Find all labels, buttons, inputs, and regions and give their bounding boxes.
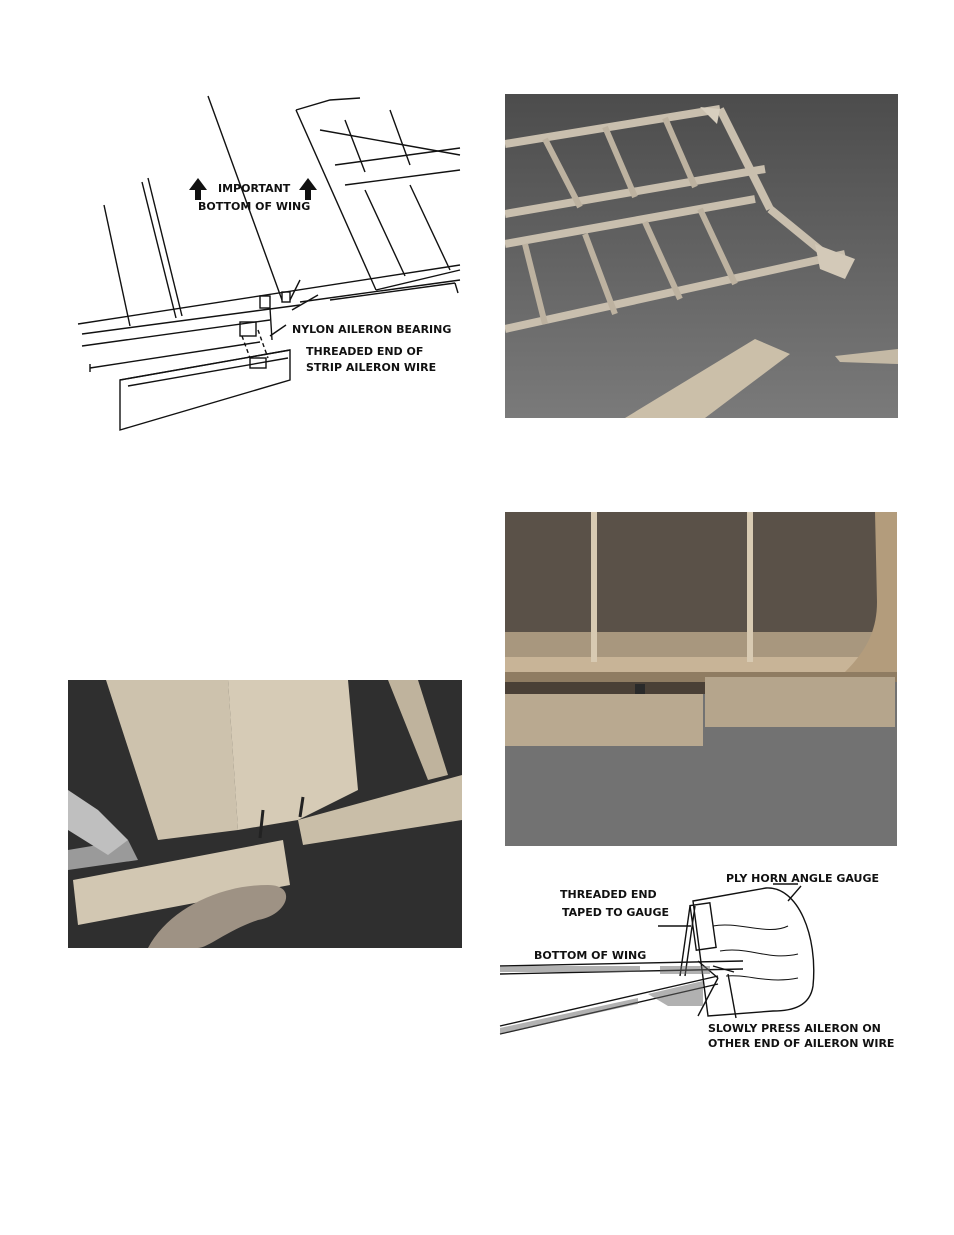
important-label: IMPORTANT (218, 182, 291, 195)
gluing-aileron-photo (68, 680, 462, 948)
bottom-of-wing-label: BOTTOM OF WING (198, 200, 310, 213)
ply-horn-label: PLY HORN ANGLE GAUGE (726, 872, 879, 885)
slowly-press-label-2: OTHER END OF AILERON WIRE (708, 1037, 894, 1050)
aileron-fit-photo (505, 512, 897, 846)
aileron-bearing-diagram: IMPORTANT BOTTOM OF WING NYLON AILERON B… (60, 90, 470, 435)
taped-gauge-label: TAPED TO GAUGE (562, 906, 669, 919)
bottom-of-wing-label: BOTTOM OF WING (534, 949, 646, 962)
nylon-bearing-label: NYLON AILERON BEARING (292, 323, 451, 336)
slowly-press-label-1: SLOWLY PRESS AILERON ON (708, 1022, 881, 1035)
wing-frame-photo (505, 94, 898, 418)
threaded-end-label-2: STRIP AILERON WIRE (306, 361, 436, 374)
threaded-end-label-1: THREADED END OF (306, 345, 423, 358)
horn-angle-gauge-diagram: PLY HORN ANGLE GAUGE THREADED END TAPED … (498, 866, 898, 1061)
threaded-end-label: THREADED END (560, 888, 657, 901)
